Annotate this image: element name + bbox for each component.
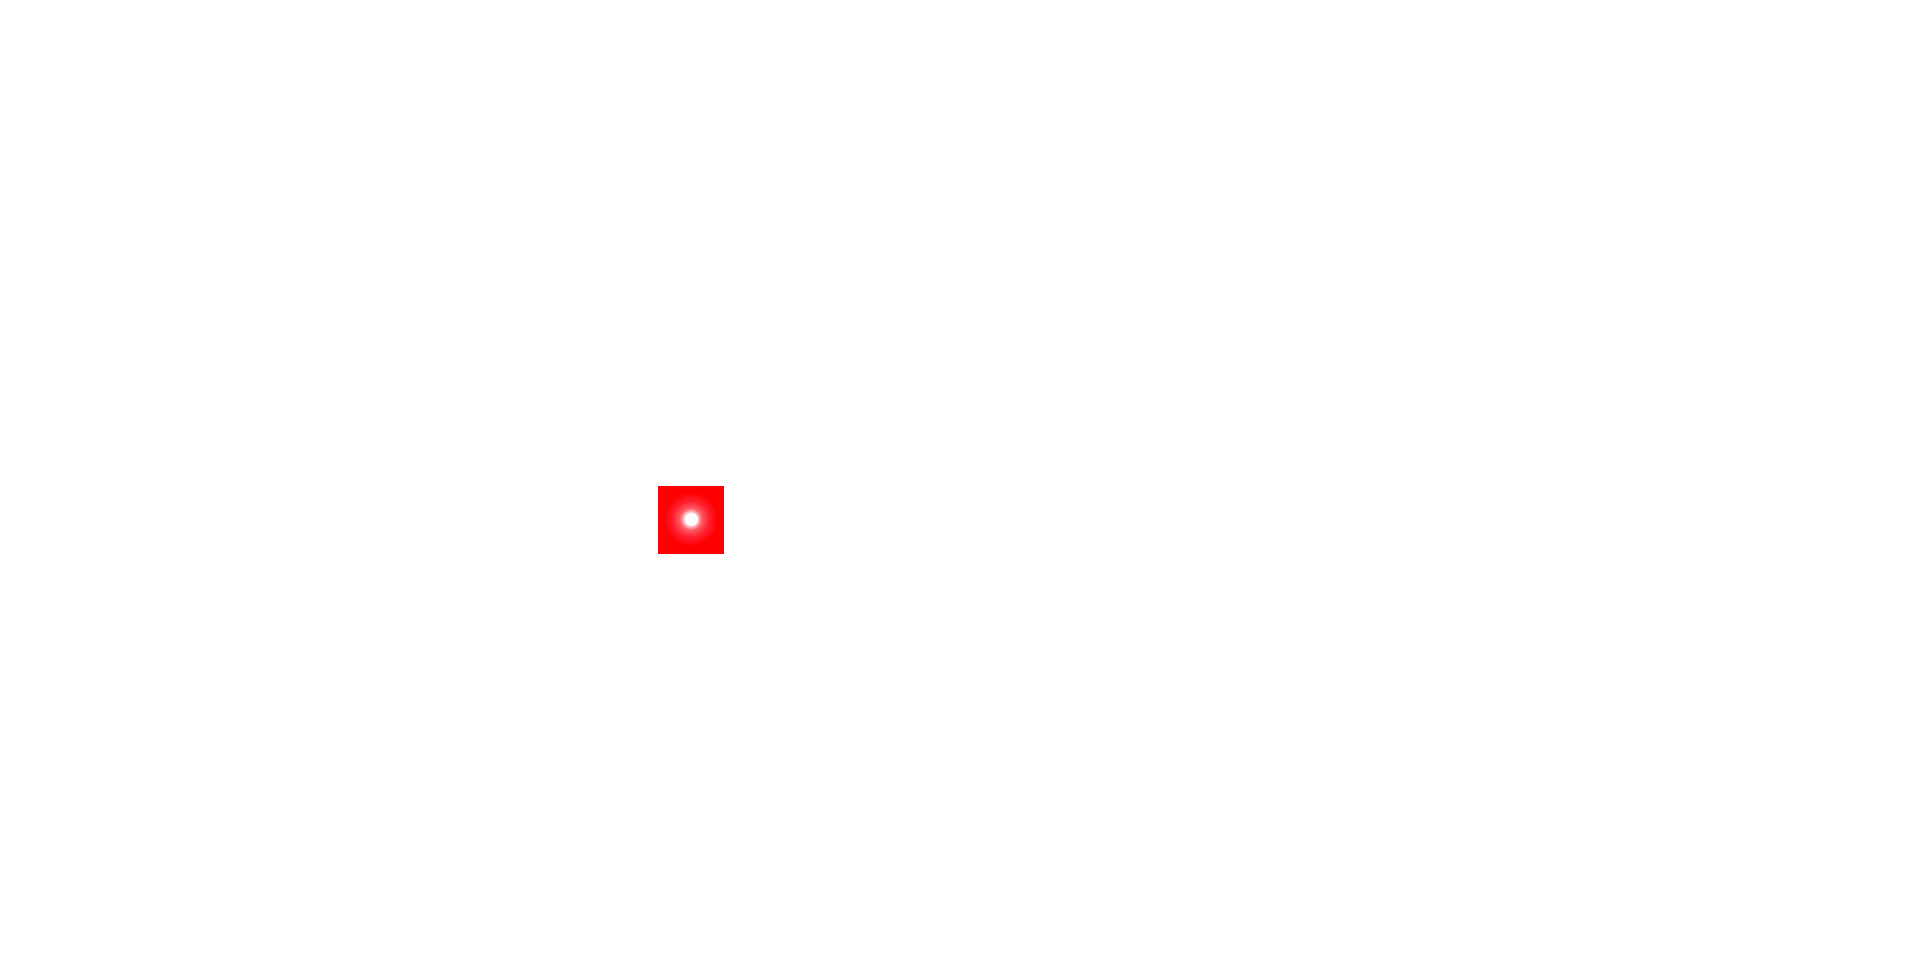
click-target-marker[interactable] <box>658 486 724 554</box>
target-center-dot-icon <box>684 512 698 526</box>
